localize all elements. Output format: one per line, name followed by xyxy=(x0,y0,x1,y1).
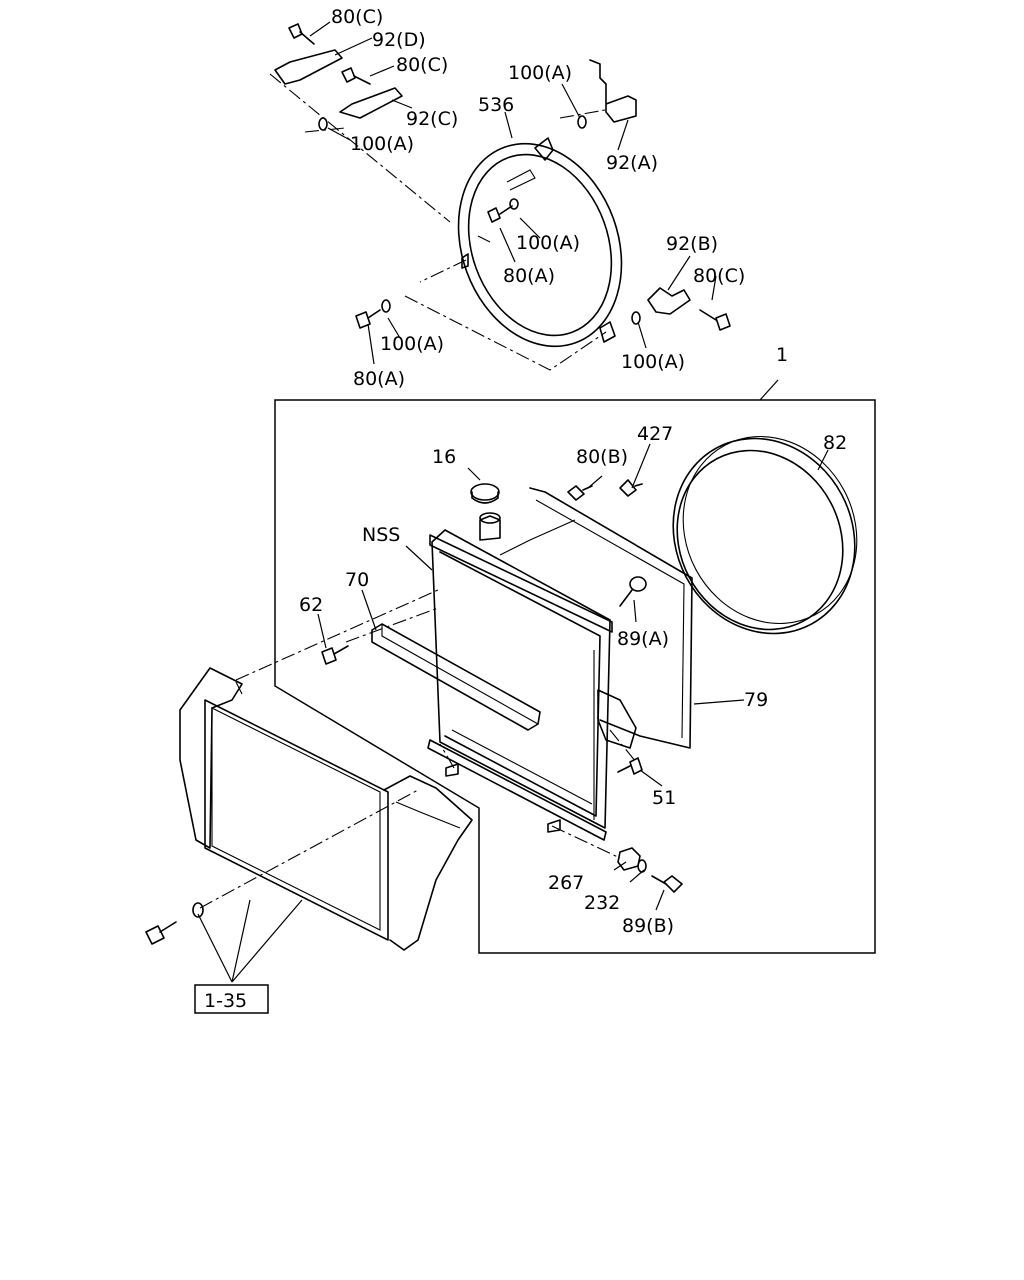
bolt-89b xyxy=(651,875,683,893)
washer-100a-left xyxy=(318,117,328,131)
radiator-shroud-frame xyxy=(499,487,693,749)
bolt-51 xyxy=(617,757,643,775)
washer-232 xyxy=(637,859,647,873)
callout-1: 1 xyxy=(776,344,788,366)
callout-80a-lower: 80(A) xyxy=(353,368,405,390)
callout-80c-mid: 80(C) xyxy=(396,54,448,76)
intercooler-bolt xyxy=(145,902,204,945)
bolt-80a-lower xyxy=(355,299,391,329)
callout-100a-left: 100(A) xyxy=(350,133,414,155)
callout-89b: 89(B) xyxy=(622,915,674,937)
assembly-lines-shroud xyxy=(269,73,607,371)
callout-80b: 80(B) xyxy=(576,446,628,468)
radiator-filler-neck xyxy=(479,512,501,541)
assembly-lines-intercooler xyxy=(199,589,637,909)
callout-80c-top: 80(C) xyxy=(331,6,383,28)
radiator-side-bracket xyxy=(597,689,637,749)
callout-16: 16 xyxy=(432,446,456,468)
reference-box-1-35[interactable]: 1-35 xyxy=(194,984,269,1014)
callout-100a-right: 100(A) xyxy=(621,351,685,373)
callout-427: 427 xyxy=(637,423,673,445)
bolt-62 xyxy=(321,645,349,665)
fan-ring-82 xyxy=(672,435,858,635)
callout-labels: 80(C) 92(D) 80(C) 100(A) 536 92(C) 100(A… xyxy=(299,6,847,937)
fan-shroud-536 xyxy=(457,137,623,348)
radiator-cap-16 xyxy=(470,483,500,504)
callout-92d: 92(D) xyxy=(372,29,426,51)
callout-92c: 92(C) xyxy=(406,108,458,130)
callout-92b: 92(B) xyxy=(666,233,718,255)
leader-lines xyxy=(197,21,829,983)
radiator-core xyxy=(427,529,613,841)
intercooler-1-35 xyxy=(179,667,473,951)
kit-box-1 xyxy=(274,399,876,954)
bolt-80c-top xyxy=(288,23,315,45)
callout-232: 232 xyxy=(584,892,620,914)
callout-70: 70 xyxy=(345,569,369,591)
stay-70 xyxy=(371,623,541,731)
callout-79: 79 xyxy=(744,689,768,711)
bolt-80a-center xyxy=(487,198,519,223)
stay-92c xyxy=(339,87,403,119)
bolt-427 xyxy=(619,479,643,497)
stay-92d xyxy=(274,49,343,85)
callout-80c-right: 80(C) xyxy=(693,265,745,287)
callout-100a-top: 100(A) xyxy=(508,62,572,84)
rubber-mount-267 xyxy=(617,847,641,871)
bolt-89a xyxy=(619,576,647,607)
callout-80a-center: 80(A) xyxy=(503,265,555,287)
callout-62: 62 xyxy=(299,594,323,616)
callout-100a-lower: 100(A) xyxy=(380,333,444,355)
callout-82: 82 xyxy=(823,432,847,454)
bracket-92b xyxy=(631,287,731,331)
reference-label: 1-35 xyxy=(204,990,247,1012)
bracket-92a xyxy=(577,59,637,129)
callout-nss: NSS xyxy=(362,524,400,546)
bolt-80c-mid xyxy=(341,67,371,85)
callout-89a: 89(A) xyxy=(617,628,669,650)
callout-267: 267 xyxy=(548,872,584,894)
callout-536: 536 xyxy=(478,94,514,116)
callout-51: 51 xyxy=(652,787,676,809)
bolt-80b xyxy=(567,485,593,501)
callout-100a-center: 100(A) xyxy=(516,232,580,254)
callout-92a: 92(A) xyxy=(606,152,658,174)
